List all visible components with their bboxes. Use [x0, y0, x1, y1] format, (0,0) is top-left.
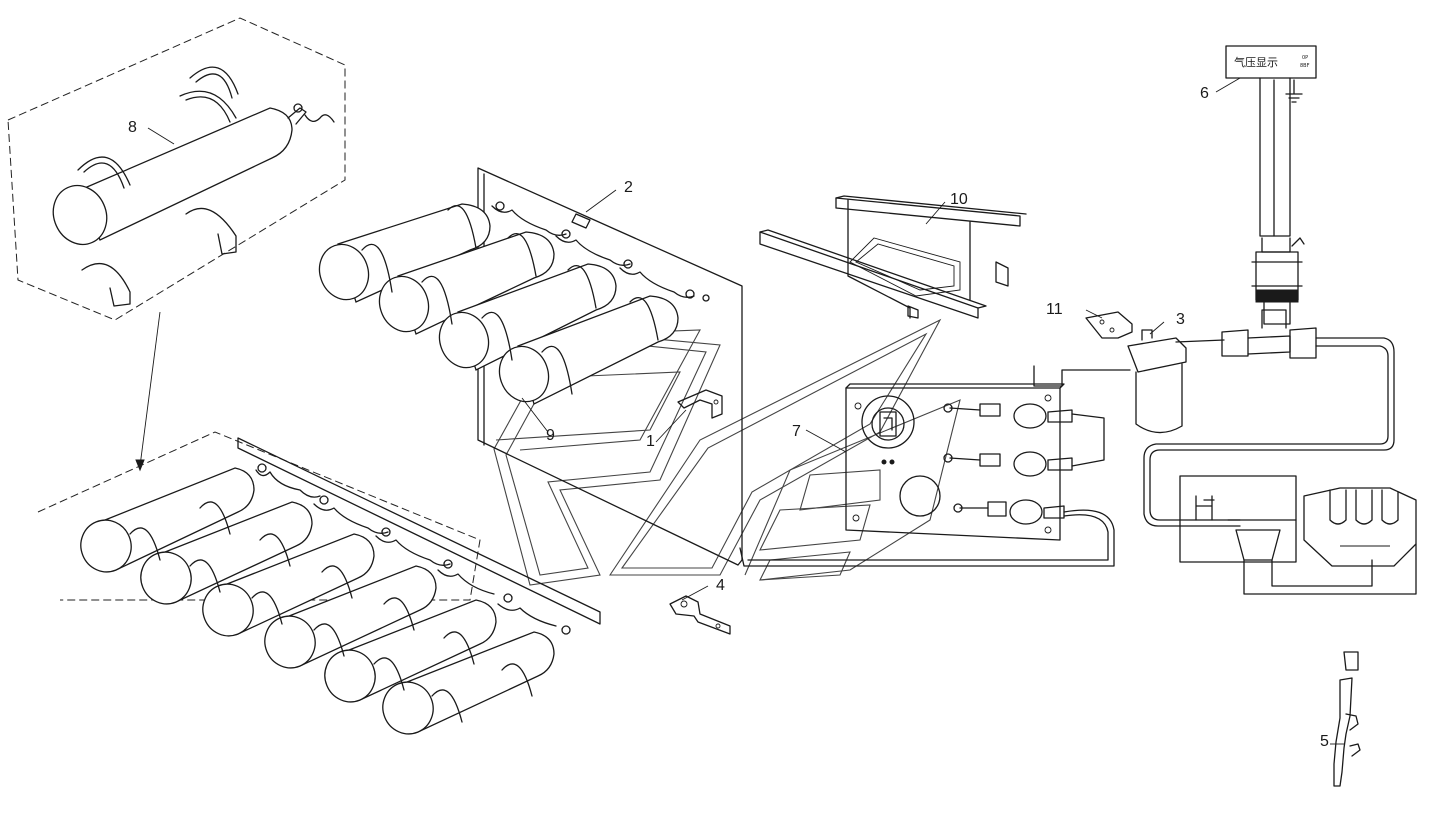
callout-3: 3 [1176, 311, 1185, 328]
leader-8-to-rack [139, 311, 161, 467]
gauge-display-small-bottom: 8BF [1300, 63, 1310, 69]
leader-lines [147, 77, 1344, 745]
callout-4: 4 [716, 577, 725, 594]
callout-numbers: 8 2 10 11 3 6 7 1 9 4 5 [128, 85, 1329, 750]
bracket-item-1 [677, 389, 723, 419]
callout-10: 10 [950, 191, 968, 208]
lower-cylinder-rack [37, 431, 601, 735]
cylinder-detail-group-8 [7, 17, 346, 321]
clip-item-5 [1333, 651, 1361, 787]
gauge-display-small-top: 0P [1302, 55, 1308, 61]
gauge-display-text: 气压显示 [1234, 55, 1278, 69]
bracket-item-4 [669, 595, 731, 635]
callout-7: 7 [792, 423, 801, 440]
upper-cylinder-rack [318, 167, 743, 566]
sensor-item-6 [1225, 45, 1317, 325]
callout-8: 8 [128, 119, 137, 136]
frame-item-10 [759, 195, 1027, 319]
callout-1: 1 [646, 433, 655, 450]
bracket-item-11 [1085, 311, 1133, 339]
rack-straps [129, 501, 533, 723]
filter-item-3 [1033, 309, 1395, 527]
callout-11: 11 [1046, 301, 1063, 318]
controller-box [1179, 475, 1417, 595]
rack-cylinders [80, 467, 555, 735]
callout-5: 5 [1320, 733, 1329, 750]
panel-fittings [739, 403, 1115, 567]
callout-6: 6 [1200, 85, 1209, 102]
control-panel-item-7 [739, 383, 1115, 567]
rack-valves-and-tubing [255, 463, 571, 635]
callout-9: 9 [546, 427, 555, 444]
callout-2: 2 [624, 179, 633, 196]
